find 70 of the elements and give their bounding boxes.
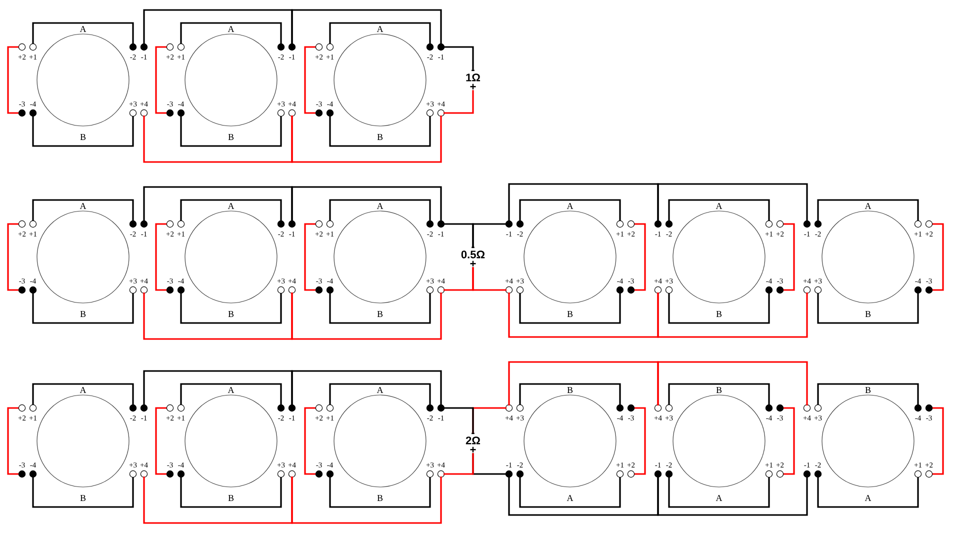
wire [444, 267, 474, 291]
speaker-unit [505, 199, 646, 324]
coil-label: A [566, 203, 574, 209]
coil-label: B [567, 311, 573, 317]
impedance-label: - 2Ω + [466, 432, 480, 452]
coil-label: A [566, 495, 574, 501]
wire [143, 476, 293, 524]
coil-label: A [716, 495, 722, 501]
wire [657, 476, 808, 516]
speaker-unit [304, 383, 445, 508]
wire [444, 46, 474, 70]
wire [291, 116, 442, 163]
coil-label: A [228, 387, 234, 393]
coil-label: A [228, 203, 234, 209]
coil-label: B [80, 495, 86, 501]
coil-label: B [865, 311, 871, 317]
speaker-unit [803, 199, 944, 324]
coil-label: A [80, 26, 86, 32]
coil-label: B [377, 311, 383, 317]
coil-label: B [80, 134, 86, 140]
speaker-unit [7, 383, 148, 508]
wire [444, 90, 474, 114]
speaker-unit [654, 383, 795, 508]
coil-label: A [376, 203, 384, 209]
coil-label: A [864, 203, 872, 209]
coil-label: A [228, 26, 234, 32]
wire [143, 116, 293, 163]
wire [291, 9, 442, 44]
wire [291, 292, 442, 340]
coil-label: B [567, 387, 573, 393]
wire [508, 361, 659, 406]
coil-label: A [864, 495, 872, 501]
impedance-label: - 1Ω + [466, 70, 480, 90]
speaker-unit [803, 383, 944, 508]
coil-label: B [228, 495, 234, 501]
coil-label: A [716, 203, 722, 209]
speaker-unit [505, 383, 646, 508]
wire [444, 407, 474, 433]
speaker-unit [155, 383, 296, 508]
speaker-unit [7, 199, 148, 324]
wire [508, 476, 659, 516]
coil-label: A [376, 387, 384, 393]
coil-label: B [716, 311, 722, 317]
speaker-unit [654, 199, 795, 324]
coil-label: A [376, 26, 384, 32]
coil-label: B [865, 387, 871, 393]
wire [508, 292, 659, 338]
impedance-label: - 0.5Ω + [461, 246, 485, 266]
speaker-unit [155, 199, 296, 324]
coil-label: B [80, 311, 86, 317]
speaker-unit [7, 22, 148, 147]
wire [291, 186, 442, 222]
wire [444, 223, 474, 247]
wire [657, 361, 808, 406]
wire [143, 292, 293, 340]
coil-label: A [80, 203, 86, 209]
coil-label: B [228, 134, 234, 140]
coil-label: A [80, 387, 86, 393]
speaker-unit [304, 199, 445, 324]
speaker-unit [155, 22, 296, 147]
wire [291, 476, 442, 524]
coil-label: B [377, 134, 383, 140]
wire [291, 370, 442, 406]
coil-label: B [377, 495, 383, 501]
coil-label: B [716, 387, 722, 393]
wire [508, 183, 659, 222]
speaker-unit [304, 22, 445, 147]
wire [657, 183, 808, 222]
wire [444, 453, 474, 475]
coil-label: B [228, 311, 234, 317]
